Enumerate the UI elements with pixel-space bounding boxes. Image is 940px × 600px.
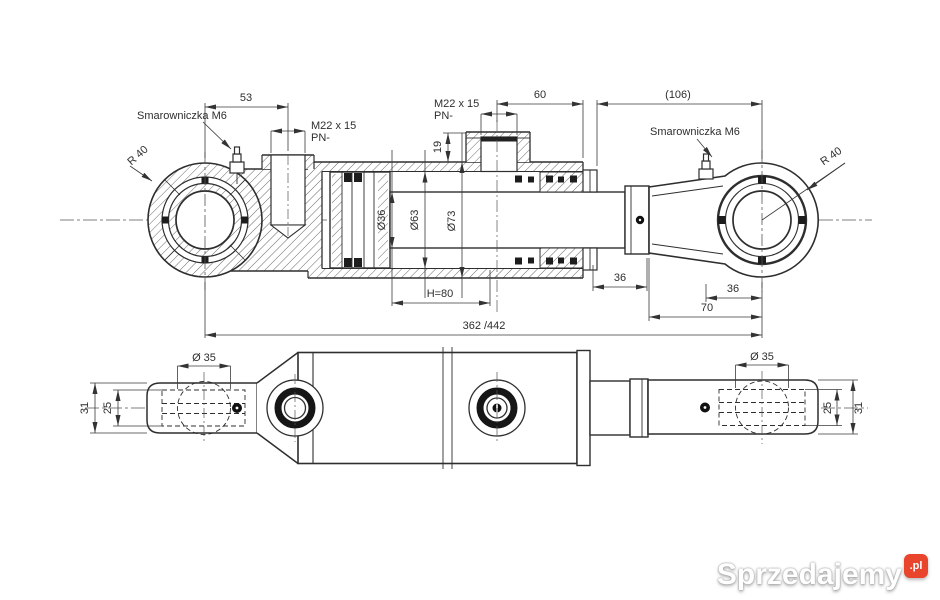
left-eye bbox=[147, 146, 263, 290]
watermark: Sprzedajemy .pl bbox=[716, 554, 928, 592]
bearing-slot bbox=[241, 216, 248, 224]
dim-19: 19 bbox=[432, 141, 444, 153]
dim-dia63: Ø63 bbox=[409, 210, 421, 231]
dim-total-length: 362 /442 bbox=[463, 320, 506, 332]
dim-dia36: Ø36 bbox=[376, 210, 388, 231]
dim-dia73: Ø73 bbox=[446, 211, 458, 232]
rod-side bbox=[576, 349, 649, 467]
top-view-section bbox=[60, 120, 872, 312]
bearing-slot bbox=[798, 216, 806, 224]
port-left bbox=[261, 154, 315, 239]
gland bbox=[515, 169, 598, 271]
grease-label-left: Smarowniczka M6 bbox=[137, 110, 227, 122]
port-mid-norm: PN- bbox=[434, 110, 453, 122]
grease-nipple-left bbox=[229, 146, 245, 174]
port-left-norm: PN- bbox=[311, 132, 330, 144]
dim-dia35-right: Ø 35 bbox=[750, 351, 774, 363]
dim-53: 53 bbox=[240, 92, 252, 104]
watermark-text: Sprzedajemy bbox=[716, 558, 902, 591]
dim-60: 60 bbox=[534, 89, 546, 101]
right-eye bbox=[648, 150, 846, 292]
dim-36-eye: 36 bbox=[727, 283, 739, 295]
radius-label-right: R 40 bbox=[818, 145, 844, 168]
port-left-thread: M22 x 15 bbox=[311, 120, 356, 132]
dim-106: (106) bbox=[665, 89, 691, 101]
grease-label-right: Smarowniczka M6 bbox=[650, 126, 740, 138]
dim-70: 70 bbox=[701, 302, 713, 314]
radius-label-left: R 40 bbox=[125, 144, 150, 168]
watermark-pl-badge: .pl bbox=[904, 554, 928, 578]
dim-h80: H=80 bbox=[427, 288, 454, 300]
bearing-slot bbox=[718, 216, 726, 224]
bottom-view bbox=[85, 347, 868, 469]
piston bbox=[329, 171, 391, 269]
dim-31-left: 31 bbox=[79, 402, 91, 414]
grease-nipple-right bbox=[698, 153, 714, 180]
port-middle-face bbox=[468, 372, 526, 444]
dim-25-right: 25 bbox=[822, 402, 834, 414]
bottom-view-dimensions bbox=[90, 362, 858, 435]
dim-31-right: 31 bbox=[853, 402, 865, 414]
bottom-view-labels: Ø 35 Ø 35 31 25 25 31 bbox=[79, 351, 865, 414]
rod-collar bbox=[624, 185, 650, 255]
port-left-face bbox=[266, 374, 324, 442]
left-eye-side bbox=[146, 372, 258, 444]
top-view-dimensions bbox=[129, 100, 846, 338]
dim-25-left: 25 bbox=[102, 402, 114, 414]
port-middle bbox=[465, 131, 531, 173]
bearing-slot bbox=[162, 216, 169, 224]
dim-dia35-left: Ø 35 bbox=[192, 352, 216, 364]
dim-36-gland: 36 bbox=[614, 272, 626, 284]
right-eye-side bbox=[647, 371, 819, 444]
port-mid-thread: M22 x 15 bbox=[434, 98, 479, 110]
